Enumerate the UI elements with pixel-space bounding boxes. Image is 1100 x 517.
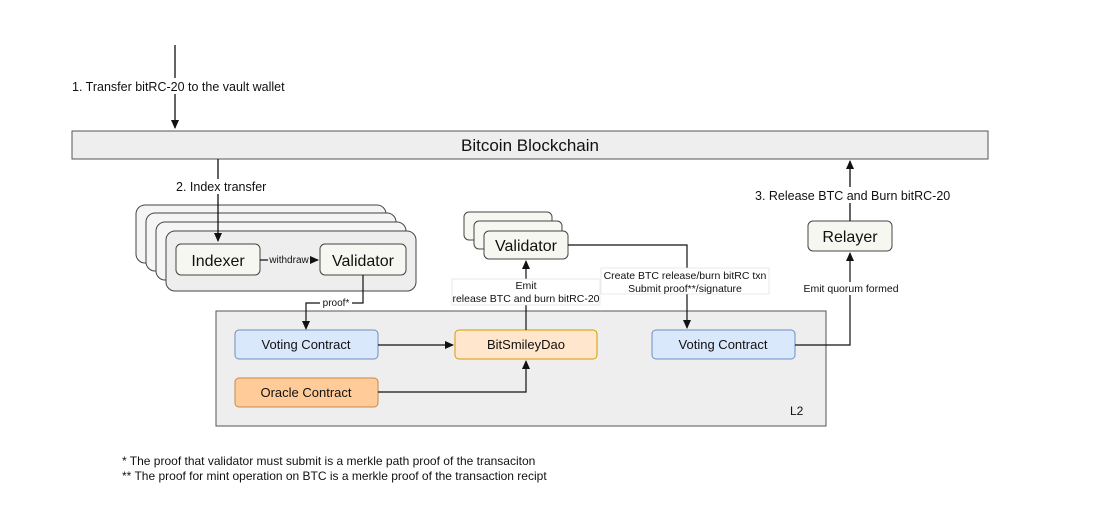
bitcoin-blockchain-label: Bitcoin Blockchain <box>461 136 599 155</box>
oracle-contract-label: Oracle Contract <box>260 385 351 400</box>
indexer-label: Indexer <box>191 253 245 270</box>
create-label-bg <box>600 267 770 295</box>
voting-contract-right-label: Voting Contract <box>679 337 768 352</box>
emit-label-line2: release BTC and burn bitRC-20 <box>452 293 599 305</box>
emit-quorum-label: Emit quorum formed <box>803 283 898 295</box>
transfer-label-bg <box>70 78 285 94</box>
create-txn-arrow <box>568 244 691 329</box>
create-label-line2: Submit proof**/signature <box>628 283 742 295</box>
emit-label-line1: Emit <box>516 280 537 292</box>
release-label-bg <box>753 187 951 203</box>
l2-label: L2 <box>790 404 804 418</box>
oracle-to-dao-arrow <box>378 360 530 393</box>
withdraw-label-bg <box>268 253 310 266</box>
step-transfer-label: 1. Transfer bitRC-20 to the vault wallet <box>72 80 285 94</box>
center-validator-label: Validator <box>495 238 558 255</box>
emit-label-bg <box>451 278 601 306</box>
l2-panel <box>215 310 827 427</box>
footnote-proof-mint: ** The proof for mint operation on BTC i… <box>122 469 547 483</box>
proof-label: proof* <box>323 298 350 309</box>
bitsmileydao-label: BitSmileyDao <box>487 337 565 352</box>
bitcoin-blockchain-bar <box>71 130 989 160</box>
voting-contract-left-label: Voting Contract <box>262 337 351 352</box>
left-validator-label: Validator <box>332 253 395 270</box>
footnote-proof-validator: * The proof that validator must submit i… <box>122 454 536 468</box>
relayer-label: Relayer <box>822 229 878 246</box>
quorum-label-bg <box>802 282 900 295</box>
withdraw-label: withdraw <box>268 255 309 266</box>
proof-label-bg <box>320 296 352 309</box>
create-label-line1: Create BTC release/burn bitRC txn <box>604 270 767 282</box>
step-index-label: 2. Index transfer <box>176 180 266 194</box>
step-release-label: 3. Release BTC and Burn bitRC-20 <box>755 189 950 203</box>
index-label-bg <box>174 179 268 194</box>
